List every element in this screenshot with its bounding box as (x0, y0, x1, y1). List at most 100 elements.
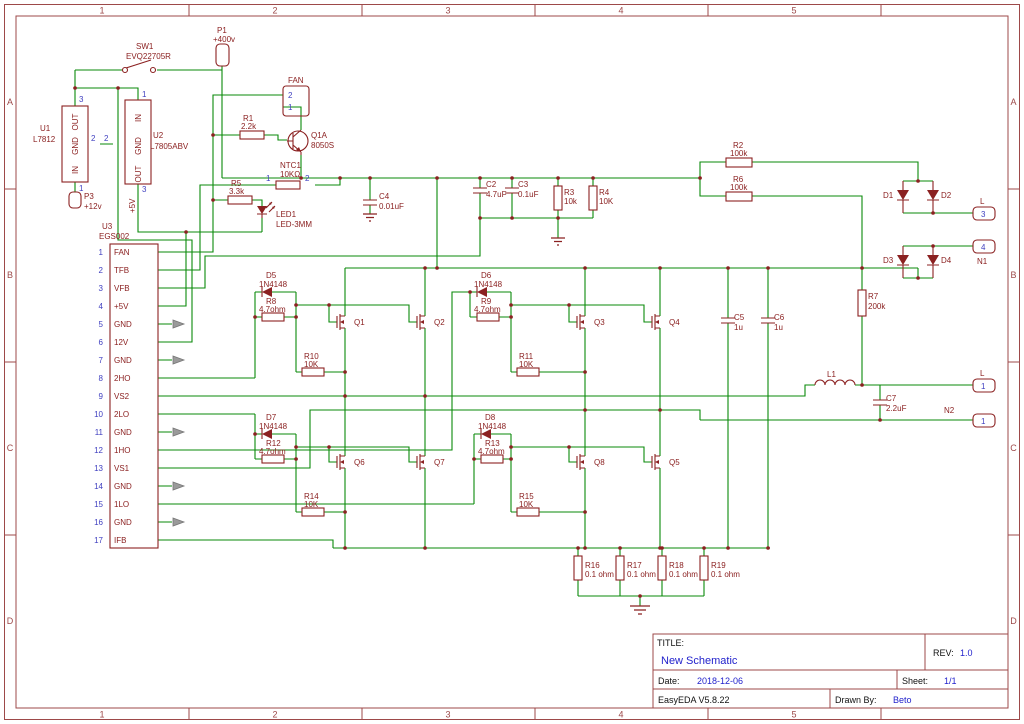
r18-ref: R18 (669, 561, 684, 570)
component-c6[interactable]: C6 1u (761, 313, 785, 332)
component-q1a[interactable]: Q1A 8050S (287, 129, 334, 155)
component-q8[interactable]: Q8 (576, 454, 605, 470)
component-q5[interactable]: Q5 (651, 454, 680, 470)
u2-pin-in: IN (134, 114, 143, 122)
r19-value: 0.1 ohm (711, 570, 740, 579)
u3-ground-arrows[interactable] (172, 319, 186, 527)
r11-ref: R11 (519, 352, 534, 361)
component-c5[interactable]: C5 1u (721, 313, 745, 332)
component-c4[interactable]: C4 0.01uF (363, 192, 404, 211)
component-r9[interactable]: R9 4.7ohm (474, 297, 501, 322)
component-q1[interactable]: Q1 (336, 314, 365, 330)
schematic-wires[interactable] (74, 66, 973, 606)
u3-pin-name: TFB (114, 266, 129, 275)
connector-n2[interactable]: 1 N2 (944, 406, 996, 428)
d5-value: 1N4148 (259, 280, 288, 289)
r6-ref: R6 (733, 175, 744, 184)
component-r14[interactable]: R14 10K (301, 492, 325, 517)
connector-l-mid[interactable]: 1 L (972, 369, 996, 393)
component-sw1[interactable]: SW1 EVQ22705R (121, 42, 172, 74)
frame-row-label: B (1010, 270, 1016, 280)
ground-arrow-icon (172, 427, 186, 437)
c2-value: 4.7uF (486, 190, 507, 199)
u1-pin-number: 1 (79, 184, 84, 193)
component-r8[interactable]: R8 4.7ohm (259, 297, 286, 322)
ground-icon (551, 237, 565, 246)
ntc1-pin-number: 1 (266, 174, 271, 183)
component-c2[interactable]: C2 4.7uF (473, 180, 507, 199)
component-led1[interactable]: LED1 LED-3MM (257, 201, 312, 229)
component-r7[interactable]: R7 200k (857, 289, 886, 317)
u2-pin-out: OUT (134, 165, 143, 182)
component-r19[interactable]: R19 0.1 ohm (699, 555, 740, 581)
component-r4[interactable]: R4 10K (588, 185, 614, 211)
r2-ref: R2 (733, 141, 744, 150)
component-q6[interactable]: Q6 (336, 454, 365, 470)
u3-pin-number: 9 (99, 392, 104, 401)
component-r6[interactable]: R6 100k (725, 175, 753, 202)
component-d8[interactable]: D8 1N4148 (478, 413, 507, 439)
component-p1[interactable]: P1 +400v (213, 26, 235, 67)
component-u2[interactable]: IN GND OUT 1 2 3 U2 L7805ABV (104, 90, 189, 194)
component-l1[interactable]: L1 (814, 370, 856, 386)
component-r18[interactable]: R18 0.1 ohm (657, 555, 698, 581)
d4-ref: D4 (941, 256, 952, 265)
component-d3[interactable]: D3 (883, 246, 909, 278)
component-u3[interactable]: U3 EGS002 1 2 3 4 5 6 7 8 9 10 11 12 13 … (94, 222, 159, 549)
r7-ref: R7 (868, 292, 879, 301)
sheet-label: Sheet: (902, 676, 928, 686)
component-d2[interactable]: D2 (927, 181, 952, 213)
r17-value: 0.1 ohm (627, 570, 656, 579)
u3-pin-name: 1LO (114, 500, 129, 509)
component-c3[interactable]: C3 0.1uF (505, 180, 539, 199)
component-q4[interactable]: Q4 (651, 314, 680, 330)
component-r2[interactable]: R2 100k (725, 141, 753, 168)
u3-pin-number: 16 (94, 518, 103, 527)
component-r1[interactable]: R1 2.2k (239, 114, 265, 140)
frame-col-label: 1 (99, 710, 104, 720)
frame-row-label: D (7, 616, 14, 626)
component-r11[interactable]: R11 10K (516, 352, 540, 377)
component-u1[interactable]: OUT GND IN 3 1 2 U1 L7812 (33, 95, 96, 193)
drawn-by-label: Drawn By: (835, 695, 877, 705)
rev-value: 1.0 (960, 648, 973, 658)
component-r3[interactable]: R3 10k (553, 185, 578, 211)
component-r15[interactable]: R15 10K (516, 492, 540, 517)
component-d6[interactable]: D6 1N4148 (474, 271, 503, 297)
component-fan-connector[interactable]: FAN 2 1 (282, 76, 310, 117)
component-d7[interactable]: D7 1N4148 (259, 413, 288, 439)
component-c7[interactable]: C7 2.2uF (873, 394, 907, 413)
ground-icon (363, 213, 377, 222)
q1a-value: 8050S (311, 141, 334, 150)
u3-pin-name: VS1 (114, 464, 130, 473)
component-d1[interactable]: D1 (883, 181, 909, 213)
component-p3[interactable]: P3 +12v (68, 191, 102, 211)
u3-pin-name: 2LO (114, 410, 129, 419)
component-r10[interactable]: R10 10K (301, 352, 325, 377)
u3-pin-name: 2HO (114, 374, 130, 383)
component-r12[interactable]: R12 4.7ohm (259, 439, 286, 464)
frame-col-label: 4 (618, 710, 623, 720)
r19-ref: R19 (711, 561, 726, 570)
frame-row-label: A (7, 97, 13, 107)
component-d4[interactable]: D4 (927, 246, 952, 278)
component-r16[interactable]: R16 0.1 ohm (573, 555, 614, 581)
ground-symbols[interactable] (363, 213, 650, 615)
q7-ref: Q7 (434, 458, 445, 467)
connector-n1[interactable]: 4 N1 (972, 239, 996, 266)
component-r5[interactable]: R5 3.3k (227, 179, 253, 205)
component-ntc1[interactable]: NTC1 10KΩ 1 2 (266, 161, 310, 190)
u3-pin-name: GND (114, 518, 132, 527)
u1-pin-gnd: GND (71, 137, 80, 155)
ntc1-value: 10KΩ (280, 170, 300, 179)
component-q2[interactable]: Q2 (416, 314, 445, 330)
connector-l-top[interactable]: 3 L (972, 197, 996, 221)
component-r13[interactable]: R13 4.7ohm (478, 439, 505, 464)
net-label-5v[interactable]: +5V (128, 198, 137, 213)
r3-value: 10k (564, 197, 578, 206)
component-q7[interactable]: Q7 (416, 454, 445, 470)
r4-value: 10K (599, 197, 614, 206)
component-r17[interactable]: R17 0.1 ohm (615, 555, 656, 581)
component-q3[interactable]: Q3 (576, 314, 605, 330)
component-d5[interactable]: D5 1N4148 (259, 271, 288, 297)
